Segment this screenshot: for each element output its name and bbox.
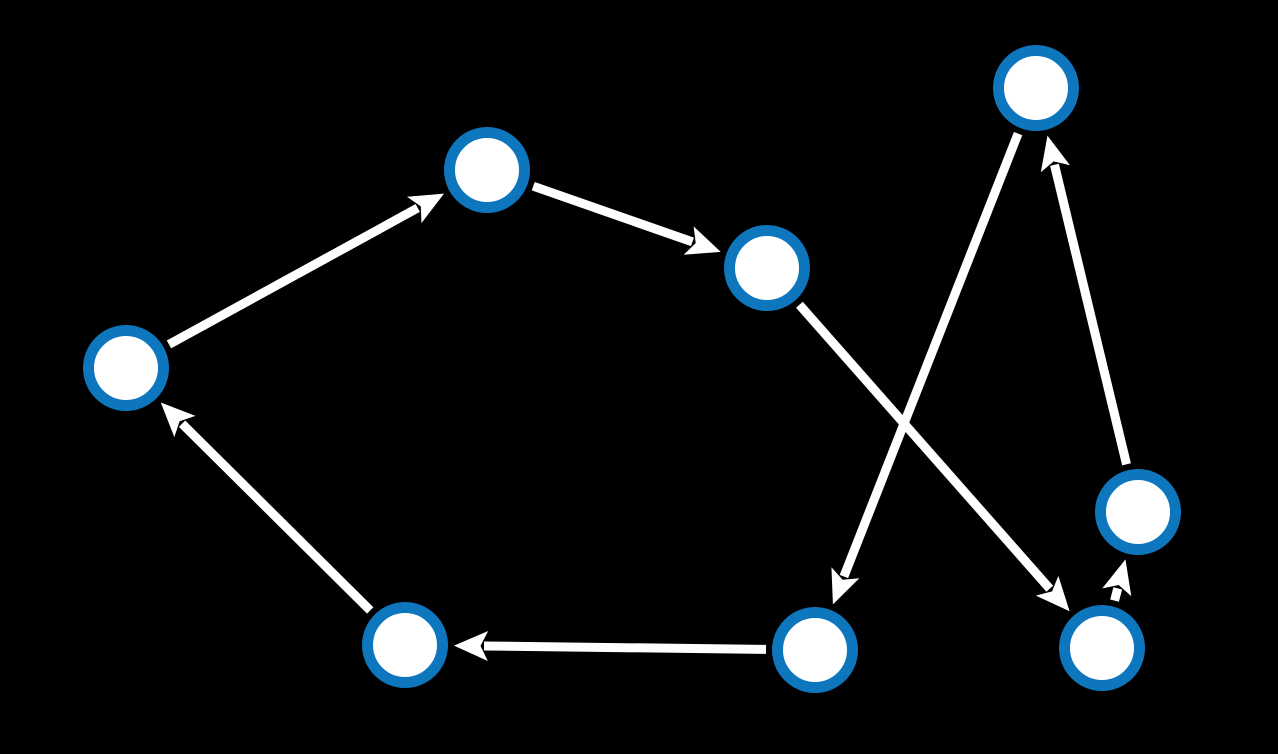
graph-node[interactable]	[444, 127, 530, 213]
edge-arrowhead-icon	[160, 402, 196, 438]
edge-line	[839, 131, 1023, 579]
edge-line	[796, 301, 1054, 592]
graph-edge	[453, 631, 767, 662]
node-circle[interactable]	[724, 225, 810, 311]
node-circle[interactable]	[1095, 469, 1181, 555]
edge-arrowhead-icon	[1102, 559, 1132, 597]
node-circle[interactable]	[444, 127, 530, 213]
graph-node[interactable]	[362, 602, 448, 688]
edge-arrowhead-icon	[831, 567, 860, 605]
node-circle[interactable]	[362, 602, 448, 688]
node-circle[interactable]	[993, 45, 1079, 131]
node-layer	[83, 45, 1181, 693]
edge-line	[531, 181, 694, 247]
graph-edge	[531, 181, 721, 255]
edge-line	[1050, 163, 1131, 466]
graph-node[interactable]	[1095, 469, 1181, 555]
graph-edge	[1102, 559, 1132, 602]
graph-node[interactable]	[993, 45, 1079, 131]
edge-arrowhead-icon	[1040, 135, 1070, 173]
node-circle[interactable]	[1059, 605, 1145, 691]
edge-arrowhead-icon	[407, 193, 445, 224]
node-circle[interactable]	[83, 325, 169, 411]
graph-edge	[796, 301, 1070, 612]
graph-edge	[160, 402, 374, 614]
graph-edge	[1040, 135, 1131, 466]
edge-line	[483, 641, 767, 654]
edge-line	[1110, 587, 1123, 602]
graph-node[interactable]	[83, 325, 169, 411]
graph-edge	[166, 193, 445, 349]
edge-arrowhead-icon	[453, 631, 489, 662]
edge-line	[178, 420, 374, 614]
edge-arrowhead-icon	[683, 226, 721, 255]
graph-node[interactable]	[1059, 605, 1145, 691]
graph-node[interactable]	[724, 225, 810, 311]
edge-line	[166, 204, 420, 349]
node-circle[interactable]	[772, 607, 858, 693]
graph-node[interactable]	[772, 607, 858, 693]
graph-edge	[831, 131, 1023, 605]
edge-arrowhead-icon	[1035, 575, 1070, 612]
edge-layer	[160, 131, 1132, 662]
